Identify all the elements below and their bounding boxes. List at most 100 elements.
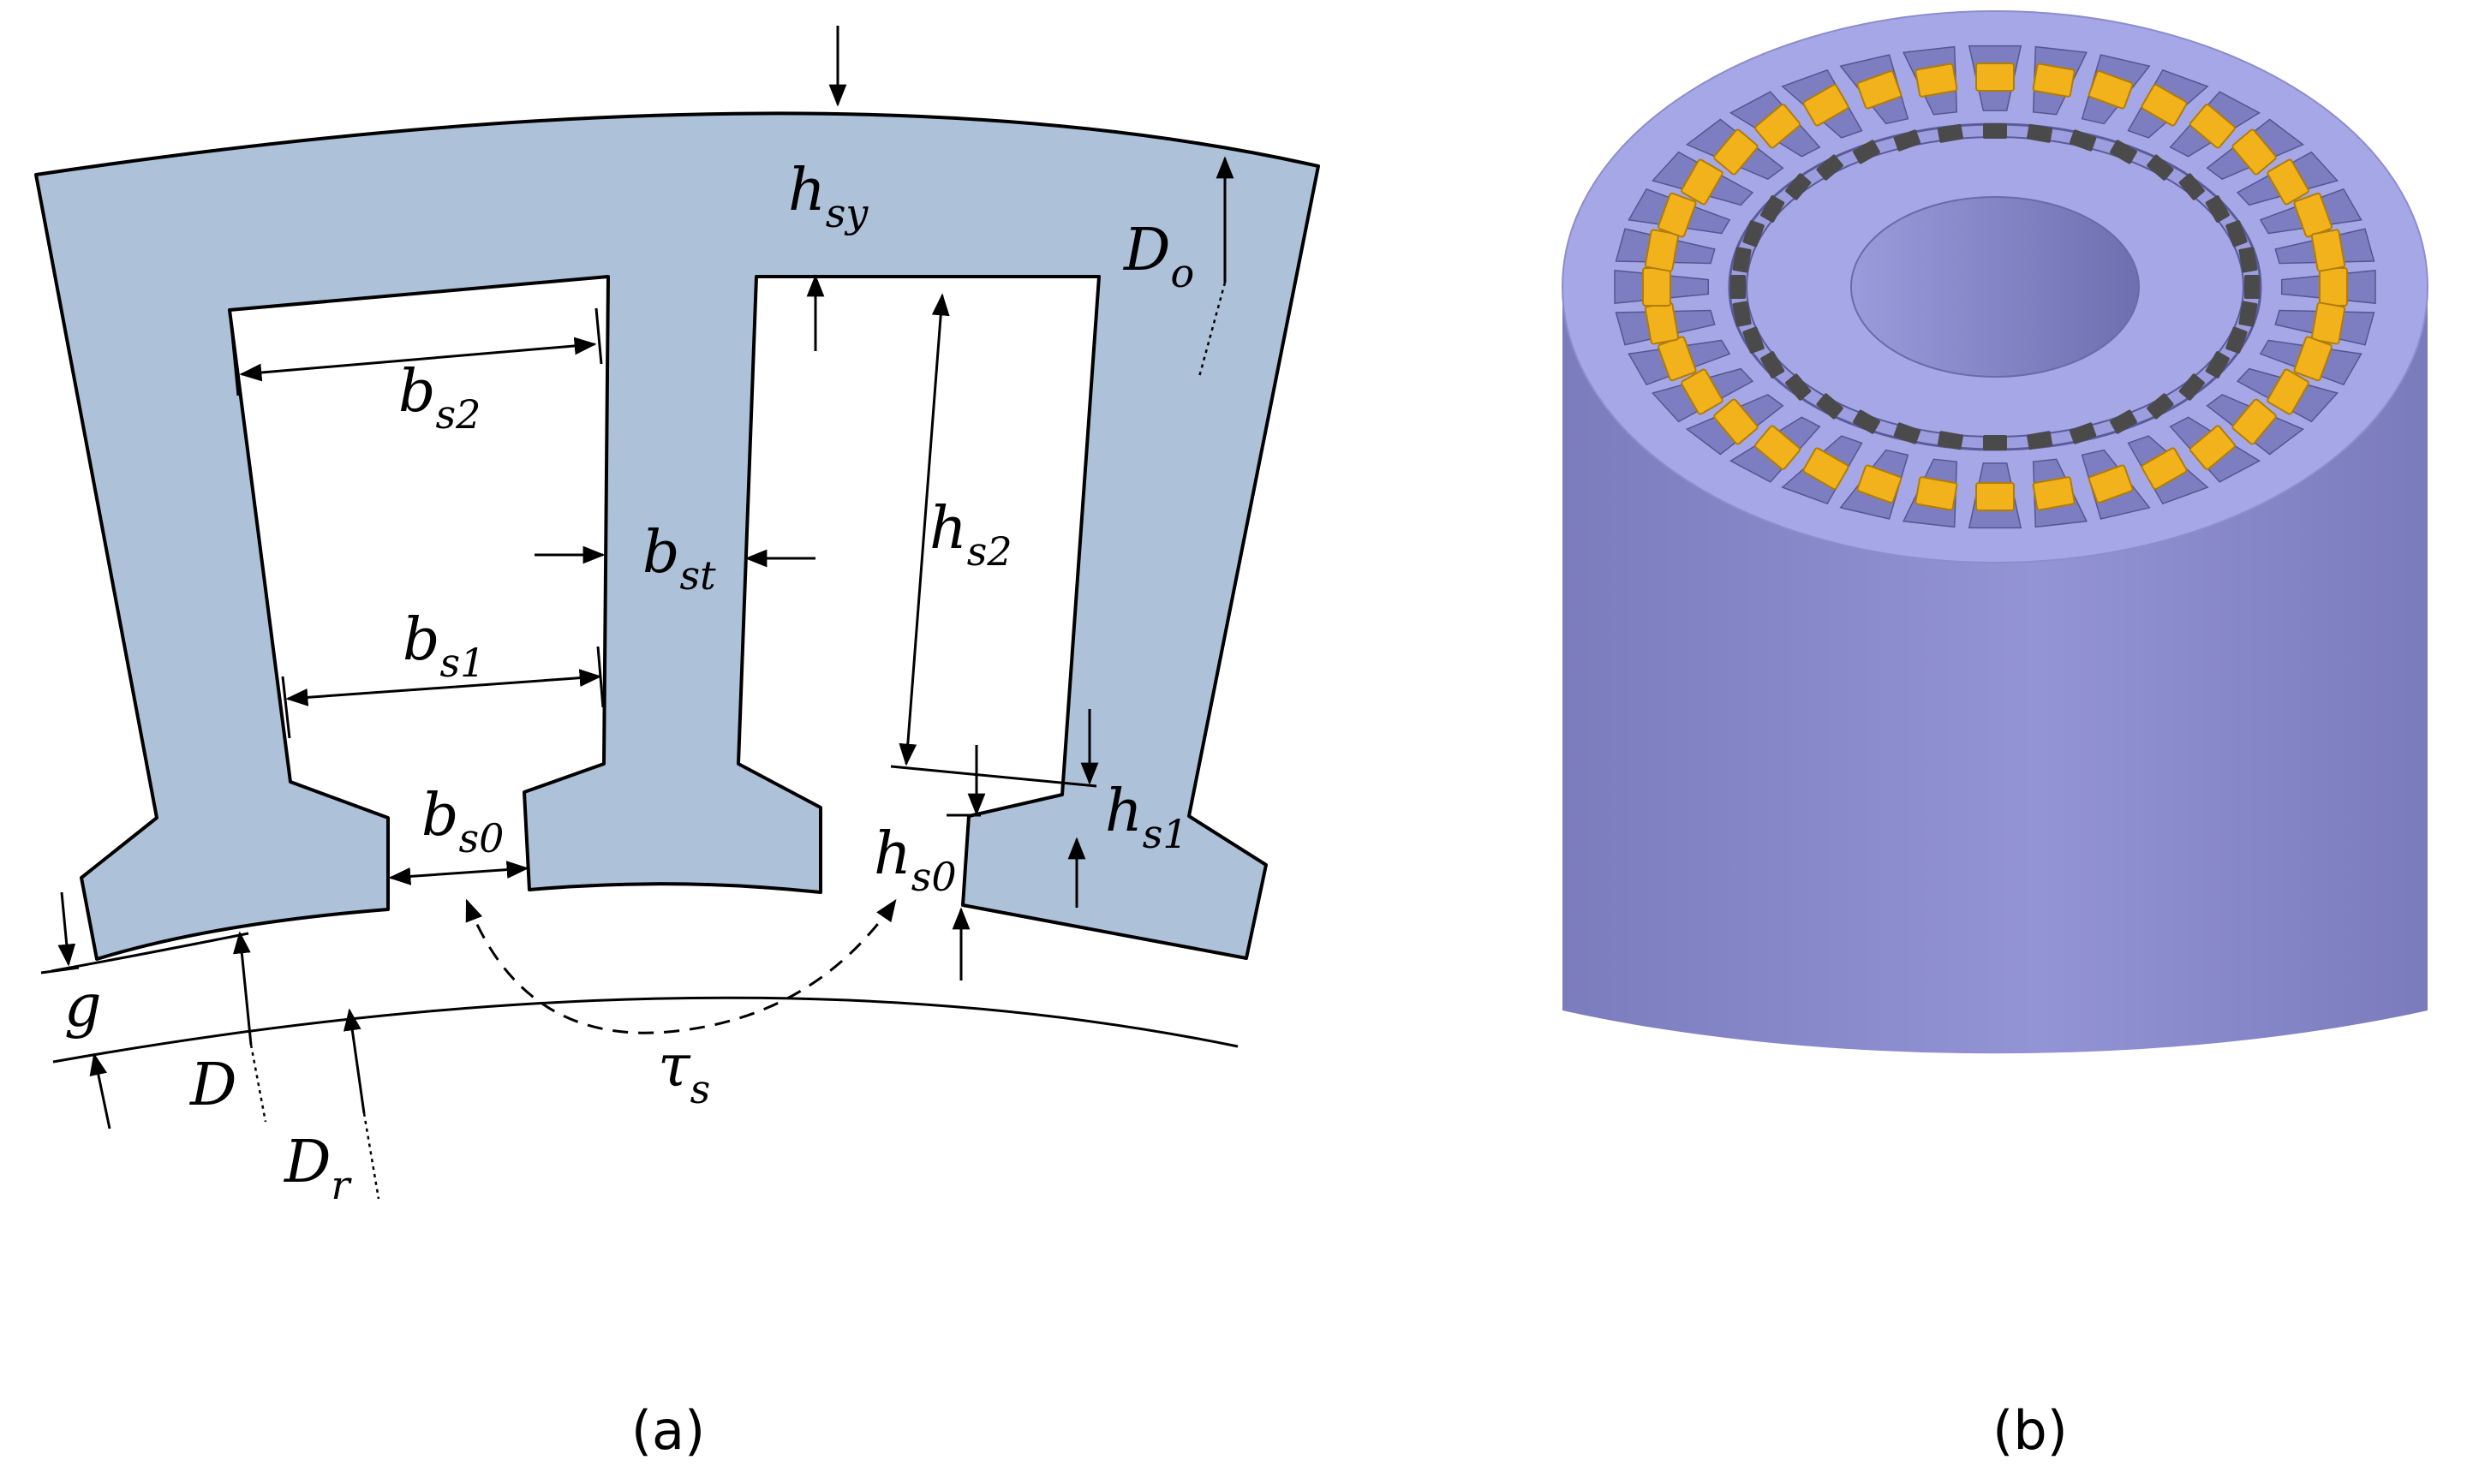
top-face-rim [1562,10,2428,563]
winding-coil [2231,398,2277,445]
stator-slots-group [1614,45,2376,529]
winding-coil [1754,104,1801,149]
winding-coil [2319,267,2348,307]
winding-coil [2141,84,2188,127]
rotor-magnet [1742,220,1765,247]
b-s1-label: bs1 [403,606,485,686]
b-st-label: bst [642,519,716,599]
rotor-magnet [2225,326,2248,354]
d-label: D [188,1052,237,1119]
winding-coil [1802,84,1849,127]
rotor-magnet [1742,326,1765,354]
winding-coil [1681,368,1723,415]
winding-coil [1658,192,1697,238]
rotor-magnet [1760,351,1785,378]
rotor-magnet [2225,220,2248,247]
tau-s-pitch-arc [465,898,897,1034]
rotor-magnet [2238,301,2258,327]
rotor-magnet [2238,247,2258,273]
winding-coil [2293,336,2333,382]
winding-coil [1642,267,1671,307]
rotor-magnet [1937,123,1963,143]
g-extension-tick [40,966,80,974]
winding-coil [2189,104,2236,149]
g-label: g [64,973,102,1040]
rotor-magnet [1853,409,1880,434]
rotor-magnet [1785,373,1812,401]
d-r-label: Dr [283,1129,353,1208]
rotor-magnet [1760,195,1785,223]
winding-coil [1975,482,2015,511]
rotor-magnet [2178,373,2205,401]
stator-segment [34,111,1320,961]
rotor-magnets-group [1730,123,2260,450]
d-dotted-extension [249,1044,267,1123]
rotor-magnet [2205,351,2230,378]
d-o-label: Do [1122,217,1194,296]
rotor-magnet [1983,123,2007,139]
winding-coil [1915,63,1958,98]
b-s1-tick-left [281,676,291,739]
rotor-magnet [2110,409,2137,434]
winding-coil [1754,425,1801,470]
winding-coil [2088,464,2134,504]
rotor-magnet [2205,195,2230,223]
winding-coil [2231,128,2277,176]
winding-coil [1644,229,1680,272]
winding-coil [1644,301,1680,345]
rotor-magnet [1732,301,1752,327]
d-r-arrow [343,1008,366,1114]
g-arrow-top [57,891,76,967]
panel-a-stator-slot-diagram [34,111,1320,961]
h-sy-label: hsy [788,157,869,236]
rotor-magnet [1937,431,1963,450]
b-s0-dimension-line [388,861,529,885]
winding-coil [1713,128,1759,176]
shaft-bore [1850,196,2140,378]
b-s1-dimension-line [285,669,602,706]
rotor-magnet [2244,275,2260,299]
winding-coil [2310,229,2346,272]
d-r-dotted-extension [362,1112,380,1200]
rotor-magnet [2110,140,2137,164]
h-s2-dimension-line [899,293,950,766]
rotor-magnet [1983,435,2007,450]
panel-a-caption: (a) [631,1399,705,1462]
rotor-magnet [2178,173,2205,200]
rotor-magnet [2069,129,2097,152]
d-arrow [232,931,253,1046]
winding-coil [2267,368,2309,415]
b-s2-label: bs2 [398,358,481,438]
g-arrow-bottom [89,1052,111,1129]
h-s0-label: hs0 [874,820,957,900]
winding-coil [2310,301,2346,345]
winding-coil [2141,447,2188,490]
b-s2-dimension-line [239,337,597,382]
rotor-magnet [2147,393,2174,420]
rotor-magnet [1893,422,1921,444]
rotor-magnet [2147,154,2174,181]
h-s1-ext-top [890,765,1097,788]
winding-coil [2189,425,2236,470]
rotor-magnet [2069,422,2097,444]
winding-coil [1915,476,1958,511]
rotor-magnet [1730,275,1746,299]
rotor-magnet [1853,140,1880,164]
panel-b-caption: (b) [1992,1399,2068,1462]
d-o-dotted-extension [1198,282,1227,378]
airgap-stator-arc [51,932,249,973]
winding-coil [2032,476,2076,511]
winding-coil [1856,464,1903,504]
winding-coil [2267,158,2309,206]
h-s2-label: hs2 [929,495,1013,575]
panel-b-motor-model [1562,10,2428,1054]
rotor-magnet [1816,154,1843,181]
b-s2-tick-left [230,325,240,396]
winding-coil [1713,398,1759,445]
rotor-magnet [1893,129,1921,152]
tau-s-label: τs [658,1033,710,1112]
winding-coil [1681,158,1723,206]
winding-coil [1975,63,2015,92]
rotor-magnet [1785,173,1812,200]
